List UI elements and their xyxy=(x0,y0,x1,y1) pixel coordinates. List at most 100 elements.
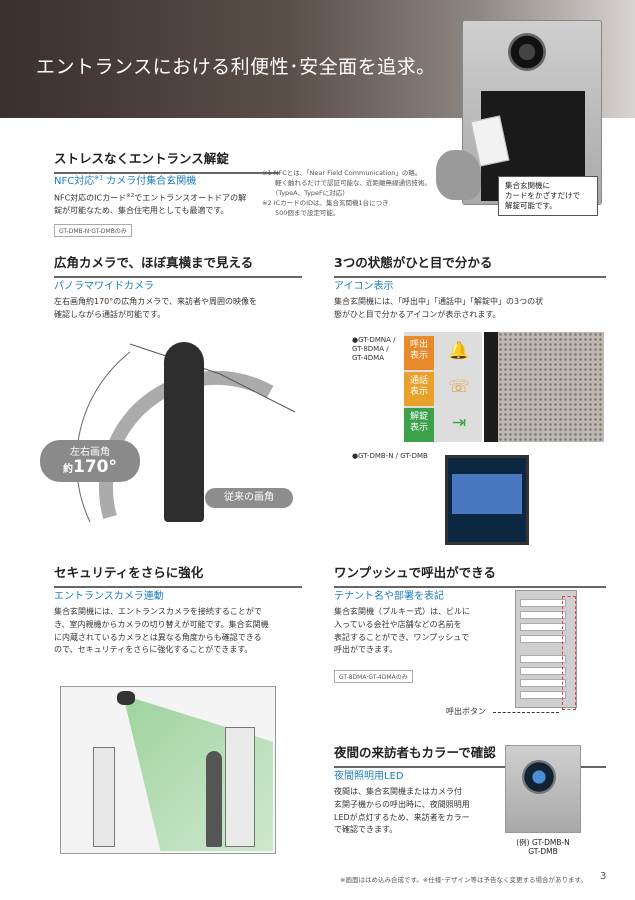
tenant-row xyxy=(520,667,566,675)
body-line: 集合玄関機には、エントランスカメラを接続することがで xyxy=(54,607,262,616)
call-button-label: 呼出ボタン xyxy=(446,707,486,716)
status-label-line: 表示 xyxy=(409,422,428,433)
caption-line: (例) GT-DMB-N xyxy=(516,838,570,847)
model-line: GT-8DMA / xyxy=(352,345,389,354)
model-group-2: ●GT-DMB-N / GT-DMB xyxy=(352,452,428,460)
status-label-line: 呼出 xyxy=(409,340,428,350)
footer-note: ※画面ははめ込み合成です。※仕様･デザイン等は予告なく変更する場合があります。 xyxy=(340,876,587,884)
tenant-row xyxy=(520,611,566,619)
tenant-row xyxy=(520,679,566,687)
entrance-door xyxy=(225,727,255,847)
dome-camera-icon xyxy=(117,691,135,705)
body-line: 集合玄関機には、「呼出中」「通話中」「解錠中」の3つの状 xyxy=(334,297,544,306)
sub-text: カメラ付集合玄関機 xyxy=(103,176,197,187)
call-buttons-highlight xyxy=(562,596,576,710)
body-line: 左右画角約170°の広角カメラで、来訪者や周囲の映像を xyxy=(54,297,257,306)
status-talking: 通話表示 ☏ xyxy=(404,372,482,406)
status-unlocking: 解錠表示 ⇥ xyxy=(404,408,482,442)
callout-line: カードをかざすだけで xyxy=(505,191,580,201)
status-label: 通話表示 xyxy=(404,372,434,406)
elevator-door xyxy=(93,747,115,847)
badge-label: 左右画角 xyxy=(70,447,110,458)
talk-icon: ☏ xyxy=(448,377,470,397)
panel-callout: 集合玄関機に カードをかざすだけで 解錠可能です。 xyxy=(498,176,598,217)
conventional-angle-badge: 従来の画角 xyxy=(205,488,293,508)
section-body-nfc: NFC対応のICカード※2でエントランスオートドアの解錠が可能なため、集合住宅用… xyxy=(54,192,254,218)
model-group-1: ●GT-DMNA / GT-8DMA / GT-4DMA xyxy=(352,336,395,363)
body-line: で確認できます。 xyxy=(334,825,398,835)
led-camera-icon xyxy=(522,760,556,794)
body-line: ので、セキュリティをさらに強化することができます。 xyxy=(54,645,253,655)
status-label-line: 表示 xyxy=(409,386,428,397)
page-title: エントランスにおける利便性･安全面を追求。 xyxy=(36,56,436,78)
section-title-night: 夜間の来訪者もカラーで確認 xyxy=(334,742,606,768)
section-sub-led: 夜間照明用LED xyxy=(334,771,404,782)
status-calling: 呼出表示 🔔 xyxy=(404,336,482,370)
page-number: 3 xyxy=(600,871,607,882)
door-icon: ⇥ xyxy=(451,413,467,433)
section-title-three-states: 3つの状態がひと目で分かる xyxy=(334,252,606,278)
lcd-screen-image xyxy=(445,455,529,545)
body-sup: ※2 xyxy=(126,193,135,199)
night-panel-image xyxy=(505,745,581,833)
tenant-row xyxy=(520,655,566,663)
bell-icon: 🔔 xyxy=(448,341,470,361)
night-caption: (例) GT-DMB-N GT-DMB xyxy=(498,838,588,857)
section-title-one-push: ワンプッシュで呼出ができる xyxy=(334,562,606,588)
silhouette-person xyxy=(206,751,222,847)
footnote-line: 軽く触れるだけで認証可能な、近距離無線通信技術。 xyxy=(262,179,431,188)
footnote-line: ※1 NFCとは、「Near Field Communication」の略。 xyxy=(262,169,422,177)
badge-unit: ° xyxy=(108,457,118,477)
footnote-line: （TypeA、TypeFに対応） xyxy=(262,189,349,198)
badge-number: 170 xyxy=(73,457,109,477)
section-title-stressless: ストレスなくエントランス解錠 xyxy=(54,148,279,174)
tenant-panel-image xyxy=(515,590,577,708)
model-tag: GT-DMB-N·GT-DMBのみ xyxy=(54,224,132,237)
caption-line: GT-DMB xyxy=(528,847,558,857)
model-line: GT-4DMA xyxy=(352,354,385,363)
callout-line: 集合玄関機に xyxy=(505,181,550,190)
section-body-night: 夜間は、集合玄関機またはカメラ付 玄関子機からの呼出時に、夜間照明用 LEDが点… xyxy=(334,786,494,837)
badge-value: 約170° xyxy=(40,458,140,477)
section-body-one-push: 集合玄関機（プルキー式）は、ビルに 入っている会社や店舗などの名前を 表記するこ… xyxy=(334,606,509,657)
footnote-line: 500個まで設定可能。 xyxy=(262,209,340,218)
body-line: 表記することができ、ワンプッシュで xyxy=(334,632,470,642)
silhouette-person xyxy=(164,342,204,522)
section-sub-icons: アイコン表示 xyxy=(334,281,394,292)
camera-lens-icon xyxy=(508,33,546,71)
body-text: でエントランスオートドアの解錠が可能なため、集合住宅用としても最適です。 xyxy=(54,193,247,216)
body-line: 確認しながら通話が可能です。 xyxy=(54,309,166,319)
tenant-row xyxy=(520,599,566,607)
status-label-line: 通話 xyxy=(409,376,428,386)
sub-text: NFC対応 xyxy=(54,176,95,187)
section-sub-panorama: パノラマワイドカメラ xyxy=(54,281,154,292)
status-label: 呼出表示 xyxy=(404,336,434,370)
tenant-row xyxy=(520,623,566,631)
body-line: LEDが点灯するため、来訪者をカラー xyxy=(334,812,470,822)
speaker-grille xyxy=(498,332,604,442)
section-title-security: セキュリティをさらに強化 xyxy=(54,562,302,588)
footnote-line: ※2 ICカードのIDは、集合玄関機1台につき xyxy=(262,199,389,208)
status-label-line: 表示 xyxy=(409,350,428,361)
call-button-leader xyxy=(493,712,559,713)
section-sub-nfc: NFC対応※1 カメラ付集合玄関機 xyxy=(54,172,196,187)
section-body-security: 集合玄関機には、エントランスカメラを接続することがで き、室内親機からカメラの切… xyxy=(54,606,304,657)
body-line: 呼出ができます。 xyxy=(334,645,398,655)
sub-sup: ※1 xyxy=(94,174,104,182)
section-sub-tenant: テナント名や部署を表記 xyxy=(334,591,444,602)
section-sub-entrance-camera: エントランスカメラ連動 xyxy=(54,591,164,602)
body-line: 入っている会社や店舗などの名前を xyxy=(334,619,462,629)
body-line: に内蔵されているカメラとは異なる角度からも確認できる xyxy=(54,632,262,642)
status-label-line: 解錠 xyxy=(409,412,428,422)
callout-line: 解錠可能です。 xyxy=(505,201,557,211)
tenant-row xyxy=(520,691,566,699)
body-line: 集合玄関機（プルキー式）は、ビルに xyxy=(334,607,470,616)
body-line: 玄関子機からの呼出時に、夜間照明用 xyxy=(334,799,470,809)
nfc-footnotes: ※1 NFCとは、「Near Field Communication」の略。 軽… xyxy=(262,168,462,218)
body-line: き、室内親機からカメラの切り替えが可能です。集合玄関機 xyxy=(54,619,269,629)
model-line: ●GT-DMNA / xyxy=(352,336,396,344)
badge-prefix: 約 xyxy=(63,464,73,475)
tenant-row xyxy=(520,635,566,643)
section-body-states: 集合玄関機には、「呼出中」「通話中」「解錠中」の3つの状 態がひと目で分かるアイ… xyxy=(334,296,606,322)
body-line: 夜間は、集合玄関機またはカメラ付 xyxy=(334,787,462,796)
